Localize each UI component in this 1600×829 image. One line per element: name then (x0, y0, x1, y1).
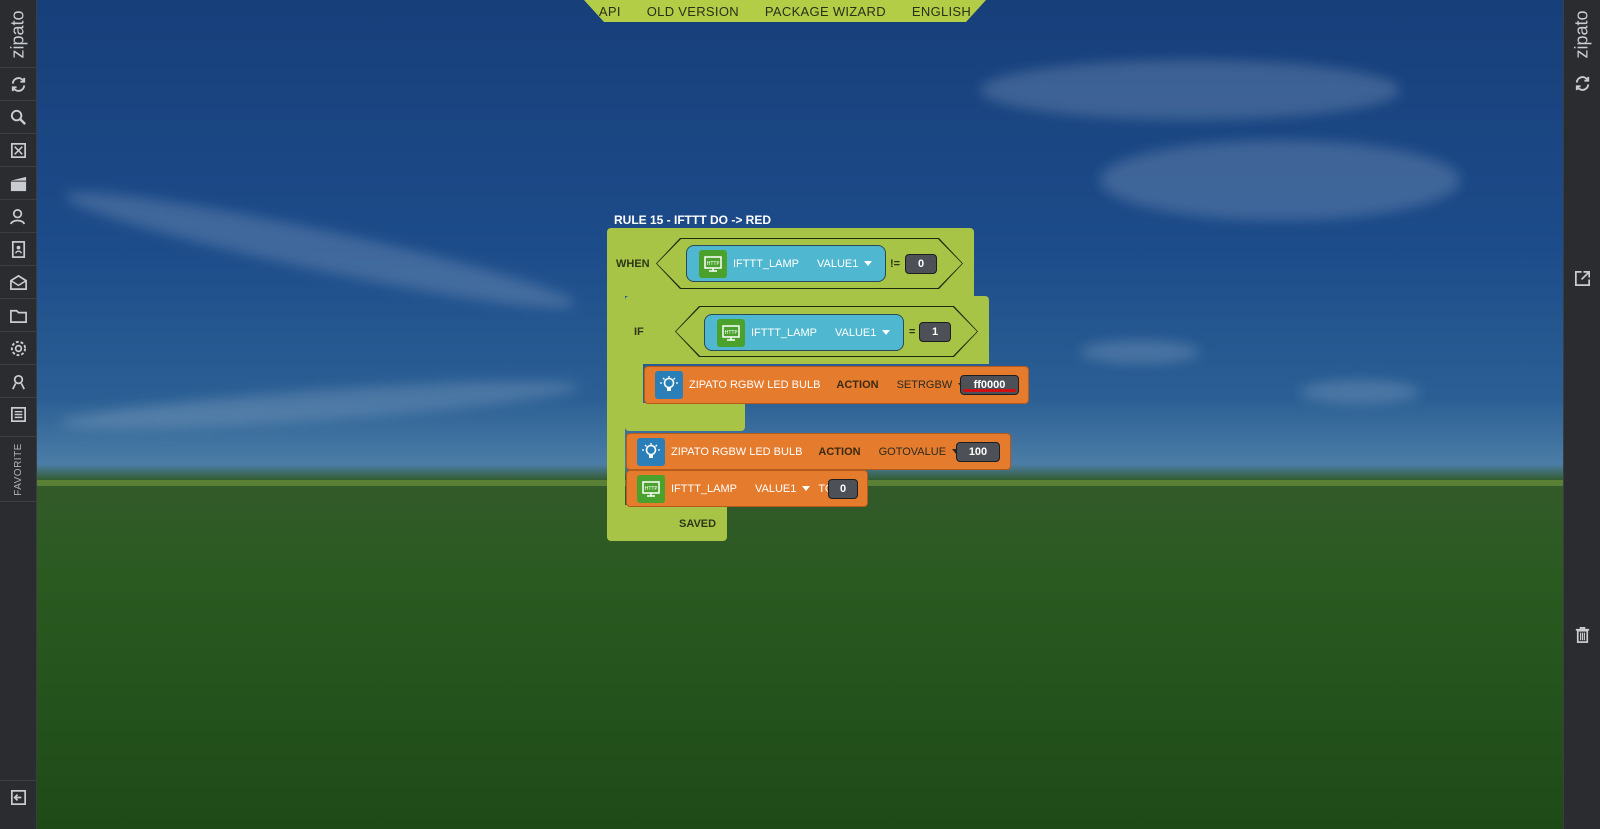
chevron-down-icon (882, 330, 891, 335)
color-swatch (963, 389, 1016, 392)
if-spine (625, 364, 643, 404)
notes-icon[interactable] (0, 397, 36, 431)
refresh-icon[interactable] (1564, 67, 1600, 100)
set-device: IFTTT_LAMP (671, 482, 738, 495)
rule-title: RULE 15 - IFTTT DO -> RED (614, 213, 772, 227)
menu-language[interactable]: ENGLISH (911, 3, 972, 19)
svg-text:HTTP: HTTP (645, 486, 658, 492)
if-value-input[interactable]: 1 (919, 322, 951, 342)
http-icon: HTTP (637, 474, 665, 503)
http-icon: HTTP (699, 249, 727, 278)
when-device-block[interactable]: HTTP IFTTT_LAMP VALUE1 (686, 245, 886, 282)
http-icon: HTTP (717, 318, 745, 347)
menu-package-wizard[interactable]: PACKAGE WIZARD (764, 3, 886, 19)
if-action-label: ACTION (836, 379, 879, 391)
action2-label: ACTION (818, 445, 861, 458)
when-attribute-dropdown[interactable]: VALUE1 (817, 258, 873, 270)
svg-text:HTTP: HTTP (707, 261, 720, 267)
chevron-down-icon (802, 486, 811, 491)
top-menu: API OLD VERSION PACKAGE WIZARD ENGLISH (584, 0, 986, 22)
if-action-device: ZIPATO RGBW LED BULB (689, 379, 821, 391)
menu-old-version[interactable]: OLD VERSION (646, 3, 739, 19)
trash-icon[interactable] (1564, 618, 1600, 651)
favorite-tab[interactable]: FAVORITE (0, 436, 36, 502)
set-attribute-dropdown[interactable]: VALUE1 (755, 483, 811, 495)
saved-block (607, 505, 727, 541)
menu-api[interactable]: API (598, 3, 621, 19)
bulb-icon (655, 371, 683, 399)
settings-icon[interactable] (0, 331, 36, 365)
if-label: IF (634, 326, 644, 338)
folder-icon[interactable] (0, 298, 36, 332)
users-icon[interactable] (0, 199, 36, 233)
action2-value-input[interactable]: 100 (956, 442, 1000, 462)
color-value-input[interactable]: ff0000 (960, 375, 1019, 395)
when-device-name: IFTTT_LAMP (733, 257, 800, 270)
devices-icon[interactable] (0, 133, 36, 167)
if-device-block[interactable]: HTTP IFTTT_LAMP VALUE1 (704, 314, 904, 351)
set-block[interactable]: HTTP IFTTT_LAMP VALUE1 TO (626, 470, 868, 507)
action2-device: ZIPATO RGBW LED BULB (671, 445, 803, 458)
external-link-icon[interactable] (1564, 262, 1600, 295)
if-device-name: IFTTT_LAMP (751, 326, 818, 339)
zipato-logo[interactable]: zipato (7, 9, 28, 59)
if-operator: = (909, 326, 916, 338)
refresh-icon[interactable] (0, 67, 36, 101)
if-attribute-dropdown[interactable]: VALUE1 (835, 327, 891, 339)
support-icon[interactable] (0, 364, 36, 398)
if-footer (625, 403, 745, 431)
messages-icon[interactable] (0, 265, 36, 299)
svg-text:HTTP: HTTP (725, 330, 738, 336)
if-action-command-dropdown[interactable]: SETRGBW (897, 379, 967, 391)
zipato-logo-right[interactable]: zipato (1571, 9, 1592, 59)
chevron-down-icon (864, 261, 873, 266)
set-value-input[interactable]: 0 (828, 479, 858, 499)
right-sidebar: zipato (1563, 0, 1600, 829)
bulb-icon (637, 437, 665, 466)
action2-command-dropdown[interactable]: GOTOVALUE (879, 446, 961, 458)
search-icon[interactable] (0, 100, 36, 134)
left-sidebar: zipato FAVORITE (0, 0, 37, 829)
contacts-icon[interactable] (0, 232, 36, 266)
when-label: WHEN (616, 258, 650, 270)
logout-icon[interactable] (0, 780, 36, 814)
scenes-icon[interactable] (0, 166, 36, 200)
saved-status: SAVED (679, 518, 717, 530)
when-operator: != (890, 258, 901, 270)
rule-spine (607, 296, 625, 508)
when-value-input[interactable]: 0 (905, 254, 937, 274)
action2-block[interactable]: ZIPATO RGBW LED BULB ACTION GOTOVALUE (626, 433, 1011, 470)
